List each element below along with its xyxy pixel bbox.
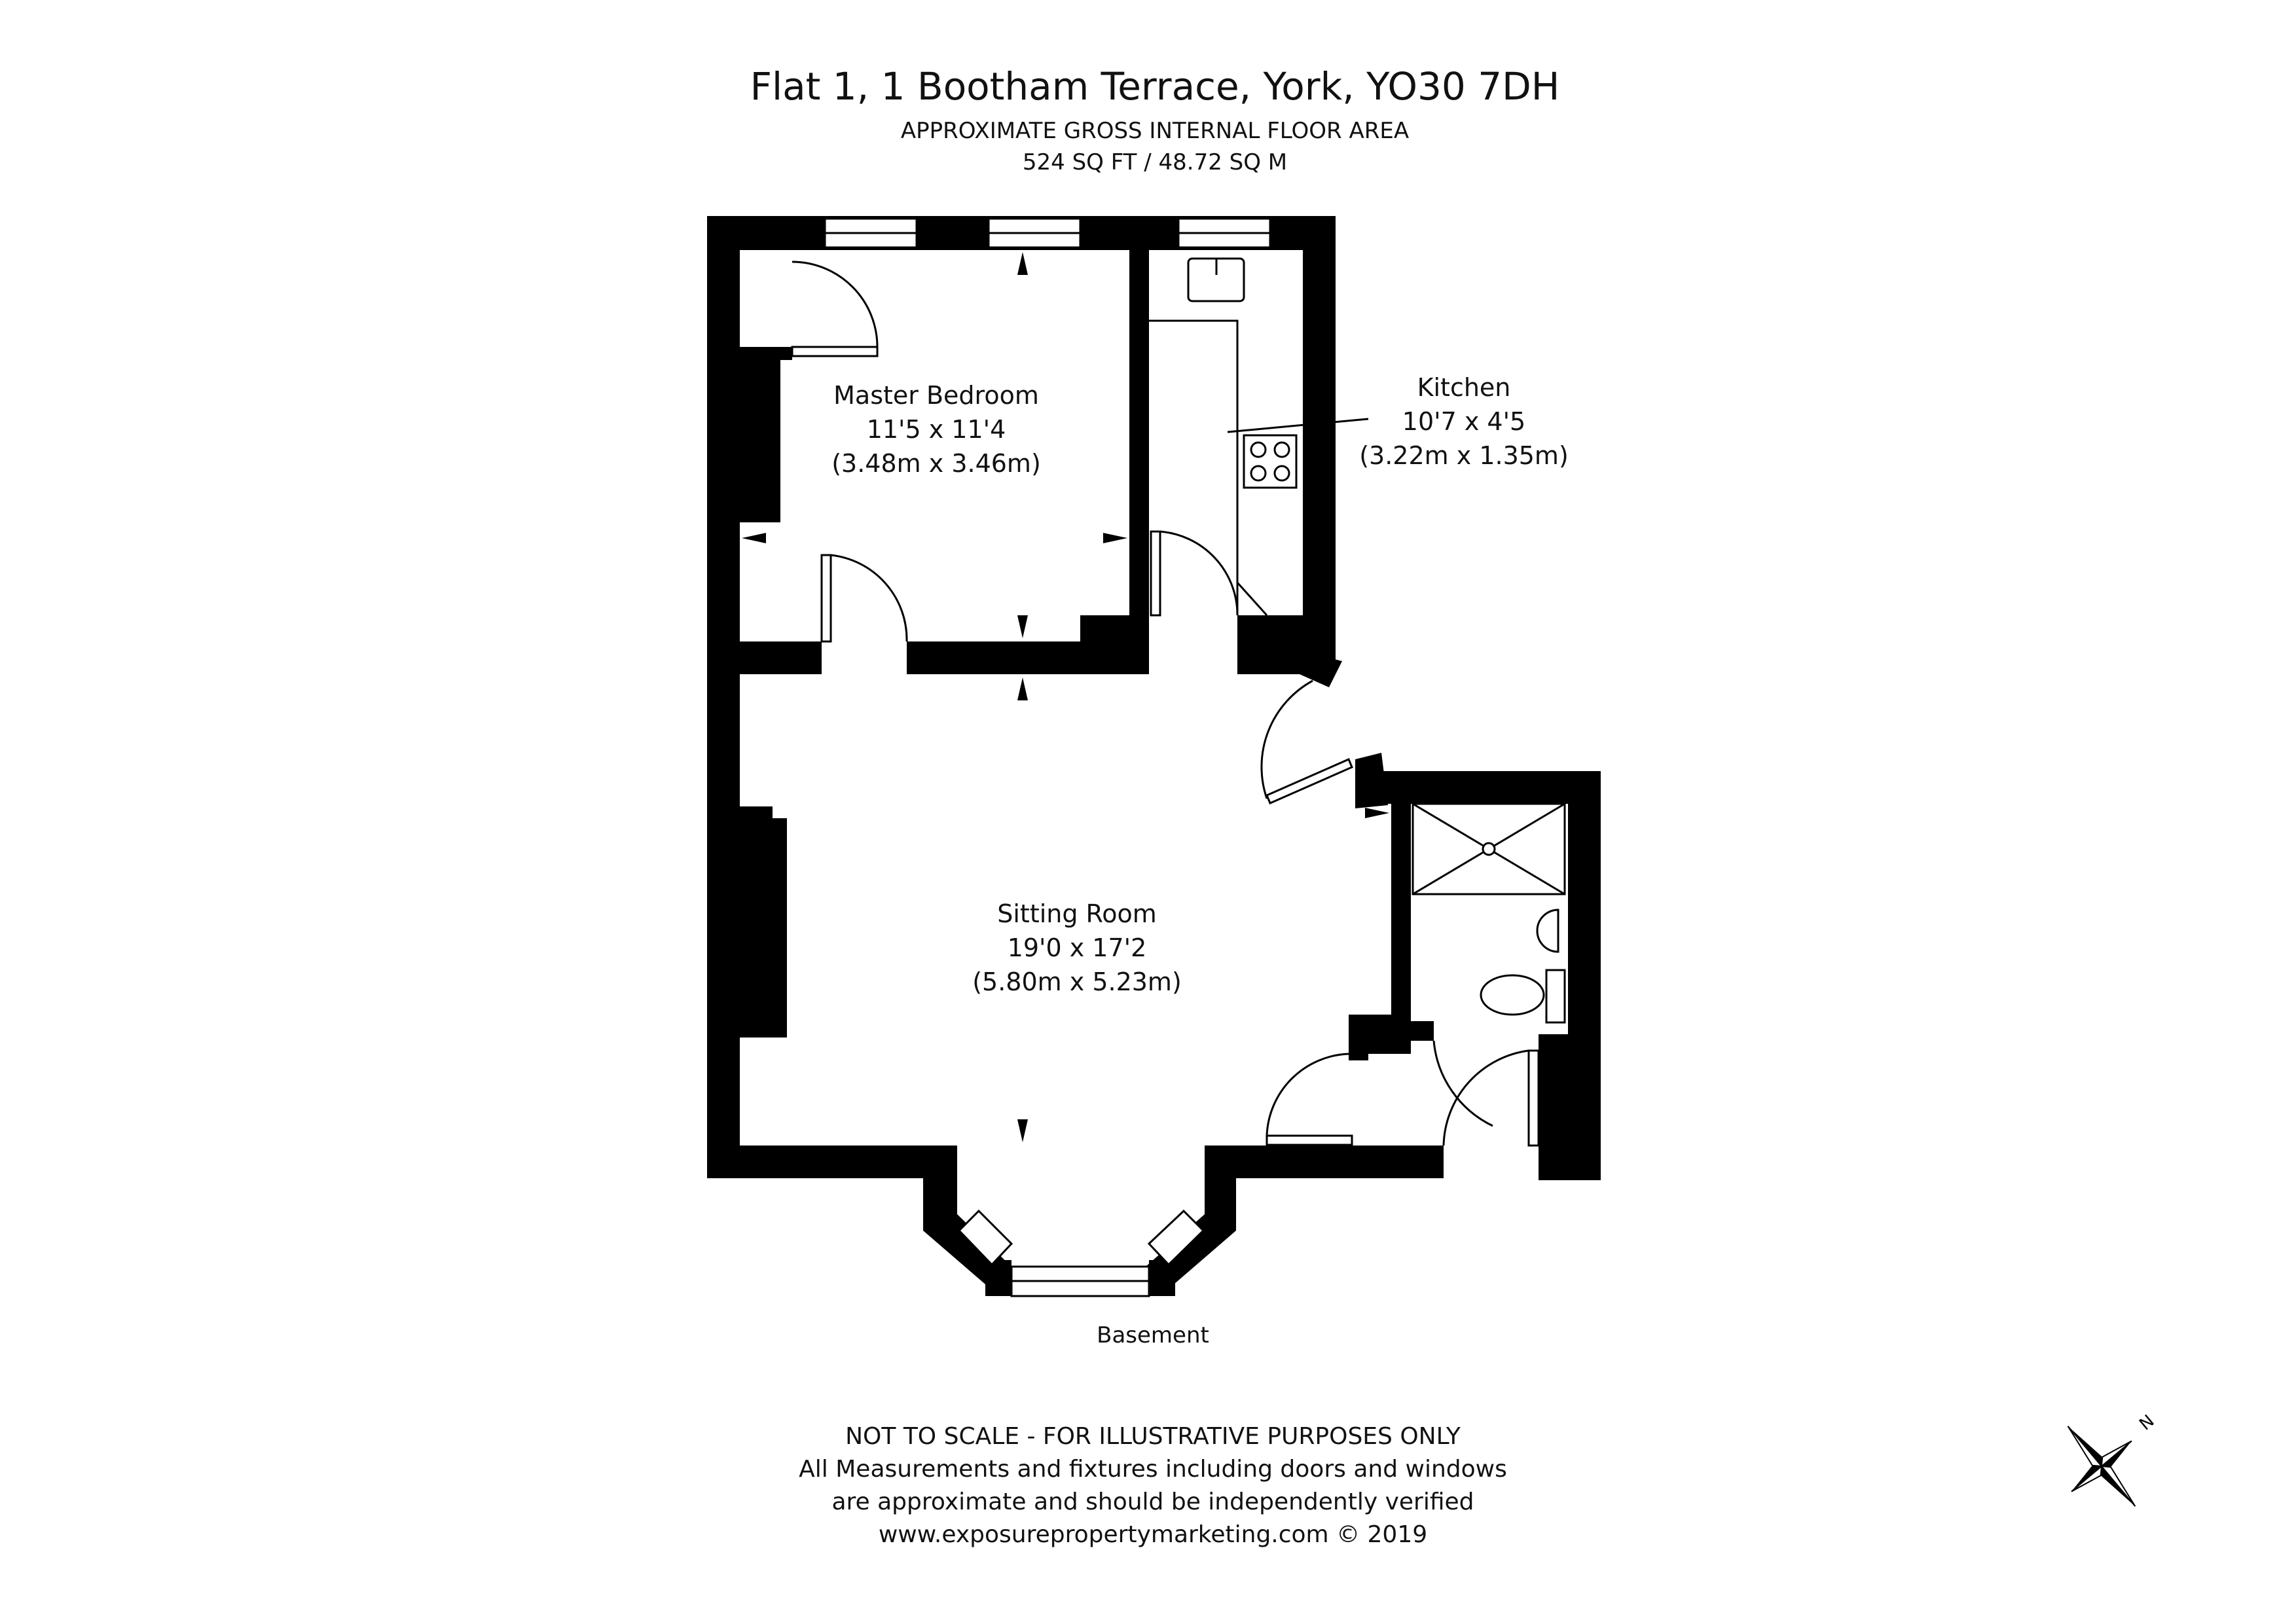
wc-pan: [1480, 974, 1545, 1016]
doors: [791, 261, 1540, 1147]
door-kitchen: [1150, 530, 1161, 617]
floor-label: Basement: [1097, 1322, 1209, 1348]
wardrobe-wall: [740, 347, 792, 360]
kitchen-worktop: [1149, 319, 1239, 615]
door-swing-wardrobe: [792, 261, 879, 348]
chimney-breast-upper: [740, 360, 780, 522]
room-sitting-room: Sitting Room 19'0 x 17'2 (5.80m x 5.23m): [972, 897, 1182, 999]
wash-basin: [1536, 909, 1559, 953]
door-swing-bedroom: [830, 554, 908, 642]
wall-kitchen-right: [1303, 216, 1336, 651]
wall-bed-bottom-right: [907, 641, 1149, 674]
disclaimer-line: All Measurements and fixtures including …: [799, 1456, 1507, 1483]
compass-north-label: N: [2136, 1411, 2158, 1434]
disclaimer-line: NOT TO SCALE - FOR ILLUSTRATIVE PURPOSES…: [845, 1423, 1461, 1450]
wc-cistern: [1545, 969, 1566, 1024]
bay-pillar-right: [1149, 1260, 1175, 1296]
room-name: Sitting Room: [997, 899, 1157, 928]
room-size-metric: (3.22m x 1.35m): [1359, 441, 1569, 470]
room-kitchen: Kitchen 10'7 x 4'5 (3.22m x 1.35m): [1359, 370, 1569, 473]
arrow-right: [1103, 533, 1127, 543]
arrow-right: [1365, 808, 1389, 818]
fixtures: [1149, 257, 1566, 1024]
worktop-corner: [1236, 581, 1268, 617]
wall-wc-stub: [1411, 1021, 1434, 1041]
wall-left: [707, 216, 740, 1178]
wall-bottom-wc: [1539, 1146, 1601, 1180]
door-swing-entrance: [1260, 679, 1313, 799]
wall-wc-top: [1355, 771, 1601, 804]
wall-cupboard-top: [1349, 1015, 1368, 1060]
arrow-left: [742, 533, 766, 543]
wall-wc-right: [1568, 771, 1601, 1180]
bay-pillar-left: [985, 1260, 1011, 1296]
hob-ring: [1273, 441, 1290, 458]
area-label: APPROXIMATE GROSS INTERNAL FLOOR AREA: [900, 118, 1410, 144]
arrow-up: [1017, 252, 1028, 275]
chimney-breast-lower: [740, 818, 787, 1038]
kitchen-label-leader: [1227, 418, 1369, 433]
hob-ring: [1250, 465, 1267, 482]
room-size-imperial: 10'7 x 4'5: [1402, 407, 1526, 436]
door-bedroom: [820, 554, 832, 643]
compass-rose-icon: N: [2067, 1411, 2159, 1507]
measurement-markers: [742, 252, 1389, 1142]
hob-ring: [1273, 465, 1290, 482]
door-swing-cupboard: [1266, 1053, 1349, 1136]
shower-tray: [1412, 803, 1566, 895]
area-value: 524 SQ FT / 48.72 SQ M: [1022, 149, 1288, 175]
hob: [1243, 434, 1298, 489]
wall-wc-left: [1391, 804, 1411, 1026]
room-master-bedroom: Master Bedroom 11'5 x 11'4 (3.48m x 3.46…: [831, 378, 1041, 480]
door-wc: [1527, 1049, 1540, 1147]
wall-bed-corner: [1080, 615, 1149, 641]
arrow-up: [1017, 677, 1028, 700]
window-bay-left: [957, 1209, 1013, 1267]
shower-drain: [1482, 842, 1496, 856]
door-cupboard: [1266, 1134, 1353, 1146]
hob-ring: [1250, 441, 1267, 458]
room-name: Kitchen: [1417, 373, 1511, 402]
room-size-metric: (5.80m x 5.23m): [972, 967, 1182, 996]
room-size-imperial: 11'5 x 11'4: [866, 415, 1006, 444]
room-size-metric: (3.48m x 3.46m): [831, 449, 1041, 478]
plan-title: Flat 1, 1 Bootham Terrace, York, YO30 7D…: [750, 64, 1560, 109]
arrow-down: [1017, 615, 1028, 638]
wall-door-jamb-upper: [1300, 651, 1342, 687]
wall-bed-bottom-left: [740, 641, 822, 674]
door-wardrobe: [791, 346, 879, 357]
wall-bottom-left: [707, 1146, 923, 1178]
disclaimer: NOT TO SCALE - FOR ILLUSTRATIVE PURPOSES…: [799, 1420, 1507, 1551]
arrow-down: [1017, 1119, 1028, 1142]
wall-bed-kitchen: [1129, 250, 1149, 669]
room-name: Master Bedroom: [833, 381, 1039, 410]
window-bay-right: [1147, 1209, 1205, 1267]
wall-bottom-right: [1205, 1146, 1444, 1178]
door-swing-wc-inner: [1432, 1040, 1493, 1127]
room-size-imperial: 19'0 x 17'2: [1007, 933, 1147, 962]
website-link[interactable]: www.exposurepropertymarketing.com © 2019: [878, 1521, 1428, 1548]
door-entrance: [1266, 758, 1353, 804]
door-swing-kitchen: [1159, 530, 1239, 616]
disclaimer-line: are approximate and should be independen…: [831, 1489, 1474, 1515]
windows: [824, 217, 1271, 1297]
door-swing-wc: [1442, 1049, 1529, 1146]
arrow-left: [743, 808, 767, 818]
